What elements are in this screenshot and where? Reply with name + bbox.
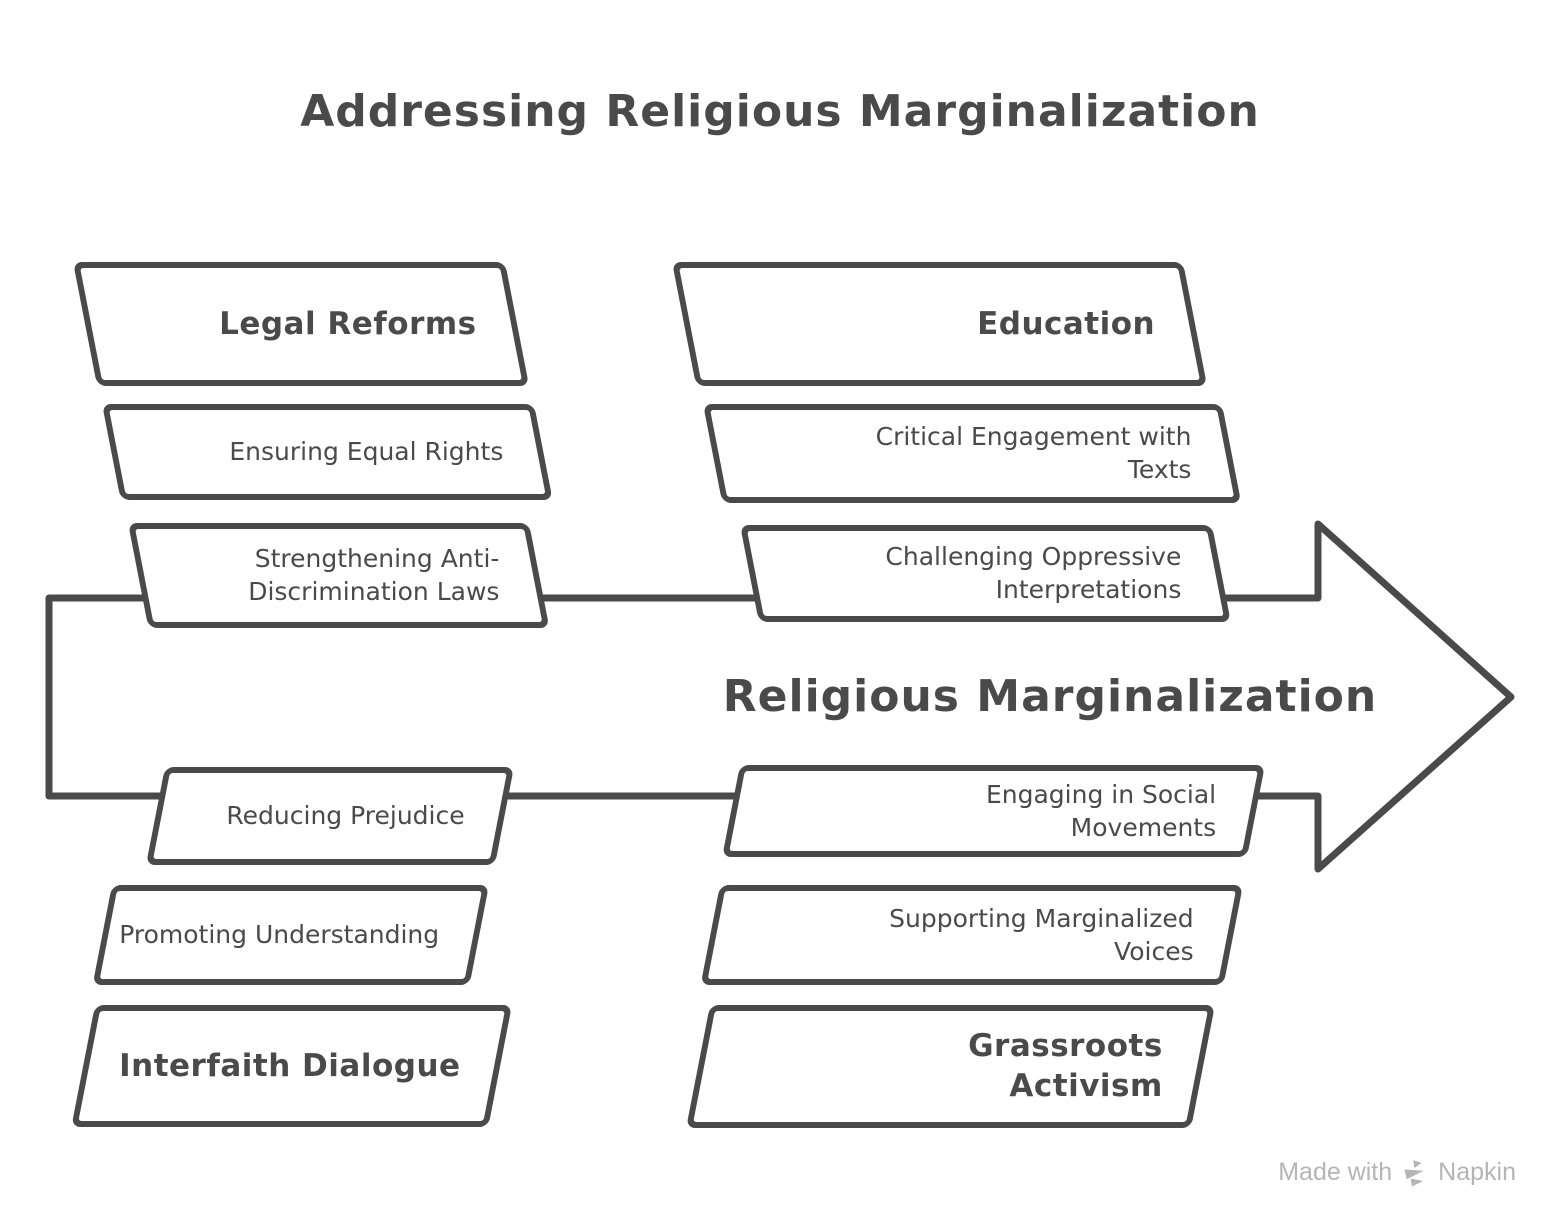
box-interfaith-dialogue: Interfaith Dialogue <box>71 1005 513 1127</box>
box-label-grassroots-activism: Grassroots Activism <box>968 1028 1164 1105</box>
box-label-engaging-in-social-movements: Engaging in Social Movements <box>985 779 1217 842</box>
box-legal-reforms: Legal Reforms <box>73 262 530 386</box>
footer-made-with-text: Made with <box>1278 1158 1393 1186</box>
box-critical-engagement-with-texts: Critical Engagement with Texts <box>703 404 1242 503</box>
arrow-label: Religious Marginalization <box>722 670 1378 722</box>
box-label-supporting-marginalized-voices: Supporting Marginalized Voices <box>888 903 1194 966</box>
box-label-ensuring-equal-rights: Ensuring Equal Rights <box>229 436 504 466</box>
box-supporting-marginalized-voices: Supporting Marginalized Voices <box>700 885 1243 985</box>
box-challenging-oppressive-interpretations: Challenging Oppressive Interpretations <box>740 525 1231 622</box>
page-title: Addressing Religious Marginalization <box>300 86 1260 137</box>
box-label-critical-engagement-with-texts: Critical Engagement with Texts <box>875 422 1192 484</box>
box-strengthening-anti-discrimination-laws: Strengthening Anti- Discrimination Laws <box>128 523 550 628</box>
box-reducing-prejudice: Reducing Prejudice <box>145 767 514 865</box>
box-label-challenging-oppressive-interpretations: Challenging Oppressive Interpretations <box>885 542 1182 604</box>
box-label-reducing-prejudice: Reducing Prejudice <box>226 800 465 830</box>
box-ensuring-equal-rights: Ensuring Equal Rights <box>102 404 553 500</box>
box-label-promoting-understanding: Promoting Understanding <box>119 919 440 949</box>
box-label-interfaith-dialogue: Interfaith Dialogue <box>118 1047 461 1084</box>
footer-watermark: Made with Napkin <box>1278 1158 1516 1187</box>
box-label-strengthening-anti-discrimination-laws: Strengthening Anti- Discrimination Laws <box>247 544 500 606</box>
box-promoting-understanding: Promoting Understanding <box>92 885 490 985</box>
footer-brand-text: Napkin <box>1438 1158 1516 1186</box>
box-education: Education <box>672 262 1208 386</box>
box-grassroots-activism: Grassroots Activism <box>686 1005 1215 1128</box>
napkin-logo-icon <box>1404 1159 1424 1187</box>
box-engaging-in-social-movements: Engaging in Social Movements <box>722 765 1265 857</box>
box-label-education: Education <box>977 305 1156 342</box>
box-label-legal-reforms: Legal Reforms <box>219 305 478 342</box>
